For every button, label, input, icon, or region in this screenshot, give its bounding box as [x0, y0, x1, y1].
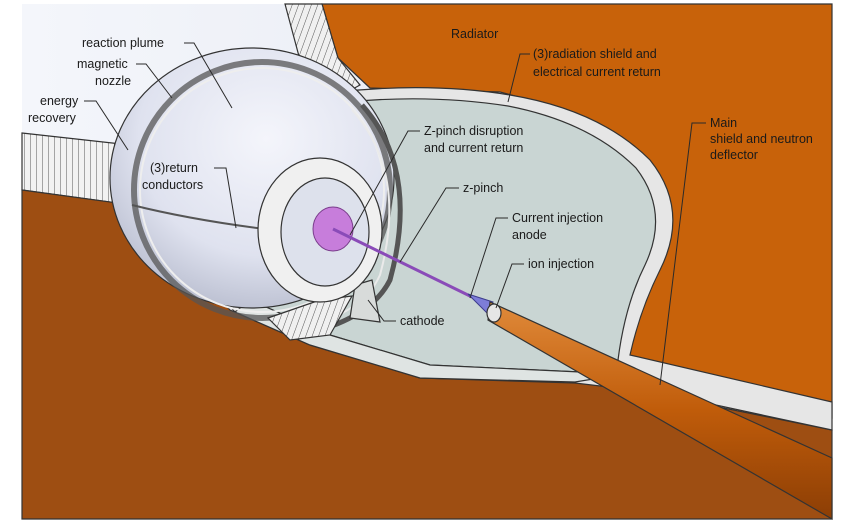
- label-radiation-shield-2: electrical current return: [533, 65, 661, 79]
- label-return-conductors-2: conductors: [142, 178, 203, 192]
- label-reaction-plume: reaction plume: [82, 36, 164, 50]
- leader-reaction-plume: [184, 42, 233, 109]
- zpinch-cage: [299, 103, 403, 338]
- leader-zpinch-disruption: [349, 130, 420, 236]
- label-main-shield-1: Main: [710, 116, 737, 130]
- leader-ion-injection: [495, 263, 524, 309]
- label-return-conductors-1: (3)return: [150, 161, 198, 175]
- label-energy-recovery-2: recovery: [28, 111, 77, 125]
- label-magnetic-nozzle-1: magnetic: [77, 57, 128, 71]
- label-main-shield-2: shield and neutron: [710, 132, 813, 146]
- leader-magnetic-nozzle: [136, 63, 173, 99]
- injector-tip: [486, 303, 502, 323]
- label-zpinch-disruption-1: Z-pinch disruption: [424, 124, 523, 138]
- label-current-injection-1: Current injection: [512, 211, 603, 225]
- leader-radiation-shield: [507, 53, 530, 103]
- label-ion-injection: ion injection: [528, 257, 594, 271]
- label-radiator: Radiator: [451, 27, 498, 41]
- leader-zpinch: [399, 187, 459, 263]
- label-zpinch-disruption-2: and current return: [424, 141, 523, 155]
- leader-return-conductors: [214, 167, 237, 229]
- leader-cathode: [367, 299, 396, 322]
- label-magnetic-nozzle-2: nozzle: [95, 74, 131, 88]
- cathode-hatch: [266, 295, 354, 341]
- label-energy-recovery-1: energy: [40, 94, 79, 108]
- leader-energy-recovery: [84, 100, 129, 151]
- label-zpinch: z-pinch: [463, 181, 503, 195]
- label-radiation-shield-1: (3)radiation shield and: [533, 47, 657, 61]
- leader-current-injection: [469, 217, 508, 299]
- leader-main-shield: [659, 122, 706, 386]
- label-cathode: cathode: [400, 314, 445, 328]
- cathode-support: [349, 279, 381, 323]
- magnetic-nozzle-ring: [131, 59, 393, 321]
- label-main-shield-3: deflector: [710, 148, 758, 162]
- magnetic-nozzle-ring-inner: [139, 67, 385, 313]
- label-current-injection-2: anode: [512, 228, 547, 242]
- zpinch-beam: [332, 227, 473, 299]
